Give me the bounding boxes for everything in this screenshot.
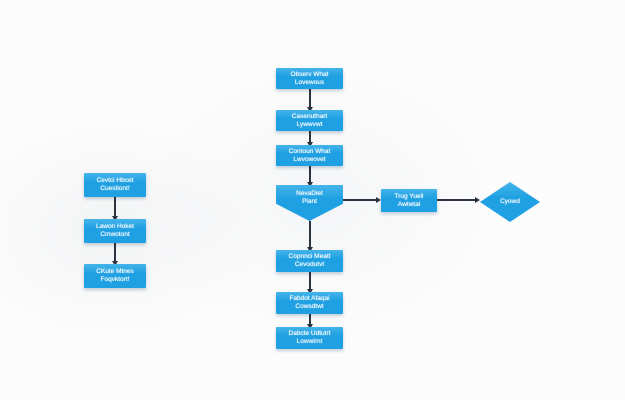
node-label-line2: Cuestiont! bbox=[100, 185, 130, 192]
node-label-line2: Lwvowovet bbox=[293, 155, 326, 163]
flow-node-pentagon[interactable]: NevaDiet Plant bbox=[276, 185, 343, 221]
flow-node-left-2[interactable]: Lawon Hoket Cmwotont bbox=[84, 219, 146, 243]
node-label-line1: Fabdot Afaqai bbox=[289, 295, 330, 302]
connector-arrow-down bbox=[306, 221, 313, 252]
flow-node-middle-1[interactable]: Observ What Lovewous bbox=[276, 68, 343, 89]
node-label-line1: Cyowd bbox=[500, 198, 520, 205]
connector-arrow-down bbox=[306, 89, 313, 112]
node-label-line2: Lovewous bbox=[294, 78, 325, 86]
node-label-line1: NevaDiet bbox=[296, 190, 323, 197]
connector-arrow-right bbox=[437, 196, 480, 203]
connector-arrow-right bbox=[343, 196, 381, 203]
node-label-line1: Copnnci Meatt bbox=[288, 253, 331, 260]
flow-node-middle-3[interactable]: Contoun What Lwvowovet bbox=[276, 145, 343, 166]
node-label-line1: Lawon Hoket bbox=[96, 223, 134, 230]
node-label-line2: Cevodutvt bbox=[294, 261, 325, 268]
flow-node-left-1[interactable]: Cevtci Hbcet Cuestiont! bbox=[84, 173, 146, 197]
node-label-line2: Cowsdtwt bbox=[295, 303, 324, 310]
connector-arrow-down bbox=[111, 197, 118, 221]
flow-node-right[interactable]: Trug Yuell Awtwtal bbox=[381, 189, 437, 212]
node-label-line1: CKute Mtnes bbox=[96, 268, 134, 275]
node-label-line2: Lowwtmt bbox=[296, 338, 323, 345]
flow-node-middle-6[interactable]: Dabcte Udtutrt Lowwtmt bbox=[276, 327, 343, 349]
node-label-line1: Observ What bbox=[290, 70, 329, 78]
connector-arrow-down bbox=[306, 314, 313, 329]
flow-node-middle-5[interactable]: Fabdot Afaqai Cowsdtwt bbox=[276, 292, 343, 314]
flow-node-diamond[interactable]: Cyowd bbox=[480, 182, 540, 222]
connector-arrow-down bbox=[306, 131, 313, 147]
node-label-line2: Awtwtal bbox=[397, 200, 421, 208]
node-label-line2: Foqvktort! bbox=[100, 276, 130, 283]
connector-arrow-down bbox=[306, 272, 313, 294]
connector-arrow-down bbox=[306, 166, 313, 187]
node-label-line1: Dabcte Udtutrt bbox=[288, 330, 331, 337]
node-label-line1: Trug Yuell bbox=[394, 192, 424, 200]
node-label-line2: Cmwotont bbox=[100, 231, 130, 238]
node-label-line2: Lywwvwt bbox=[296, 120, 323, 128]
node-label-line1: Contoun What bbox=[288, 147, 331, 155]
node-label-line1: Casenuthart bbox=[291, 112, 328, 120]
node-label-line2: Plant bbox=[302, 198, 317, 205]
flow-node-middle-4[interactable]: Copnnci Meatt Cevodutvt bbox=[276, 250, 343, 272]
flow-node-middle-2[interactable]: Casenuthart Lywwvwt bbox=[276, 110, 343, 131]
flow-node-left-3[interactable]: CKute Mtnes Foqvktort! bbox=[84, 264, 146, 288]
connector-arrow-down bbox=[111, 243, 118, 266]
node-label-line1: Cevtci Hbcet bbox=[96, 177, 134, 184]
